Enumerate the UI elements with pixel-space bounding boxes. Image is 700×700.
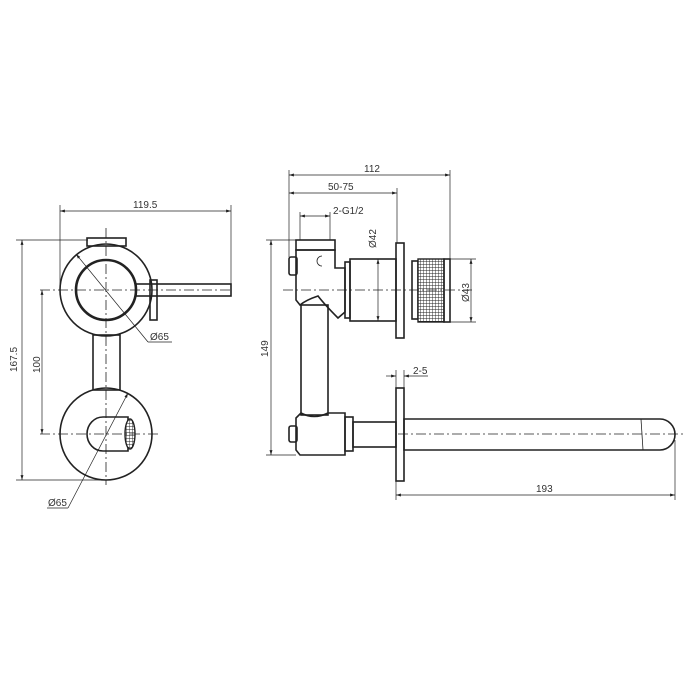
spout — [403, 418, 676, 451]
wall-range-label: 50-75 — [328, 182, 354, 193]
vertical-pipe — [300, 304, 329, 416]
stem — [92, 334, 121, 391]
upper-diameter-label: Ø65 — [150, 332, 169, 343]
knurled-knob — [417, 258, 445, 323]
depth-label: 112 — [364, 164, 380, 175]
front-view: 119.5 167.5 100 Ø65 Ø65 — [9, 200, 232, 509]
spout-outlet — [86, 416, 129, 452]
lower-flange — [395, 387, 405, 482]
center-distance-label: 100 — [32, 356, 43, 373]
lower-diameter-label: Ø65 — [48, 498, 67, 509]
knob-end — [443, 258, 451, 323]
front-width-label: 119.5 — [133, 200, 158, 211]
front-height-label: 167.5 — [9, 347, 20, 372]
height-label: 149 — [260, 340, 271, 357]
side-screw — [288, 256, 298, 276]
spout-length-label: 193 — [536, 484, 553, 495]
valve-body — [295, 249, 346, 320]
handle-tab — [149, 279, 158, 321]
nut — [344, 416, 354, 452]
upper-flange — [395, 242, 405, 339]
flange-thickness-label: 2-5 — [413, 366, 428, 377]
lower-body — [295, 412, 346, 456]
knob-diameter-label: Ø43 — [461, 283, 472, 302]
top-bracket — [86, 237, 127, 247]
escutcheon-diameter-label: Ø42 — [368, 229, 379, 248]
lower-screw — [288, 425, 298, 443]
clip-icon — [316, 255, 323, 267]
inlet-label: 2-G1/2 — [333, 206, 364, 217]
side-view: 112 50-75 2-G1/2 Ø42 Ø43 149 2-5 193 — [260, 164, 686, 500]
spout-connector — [352, 421, 397, 448]
inlet-top — [295, 239, 336, 251]
